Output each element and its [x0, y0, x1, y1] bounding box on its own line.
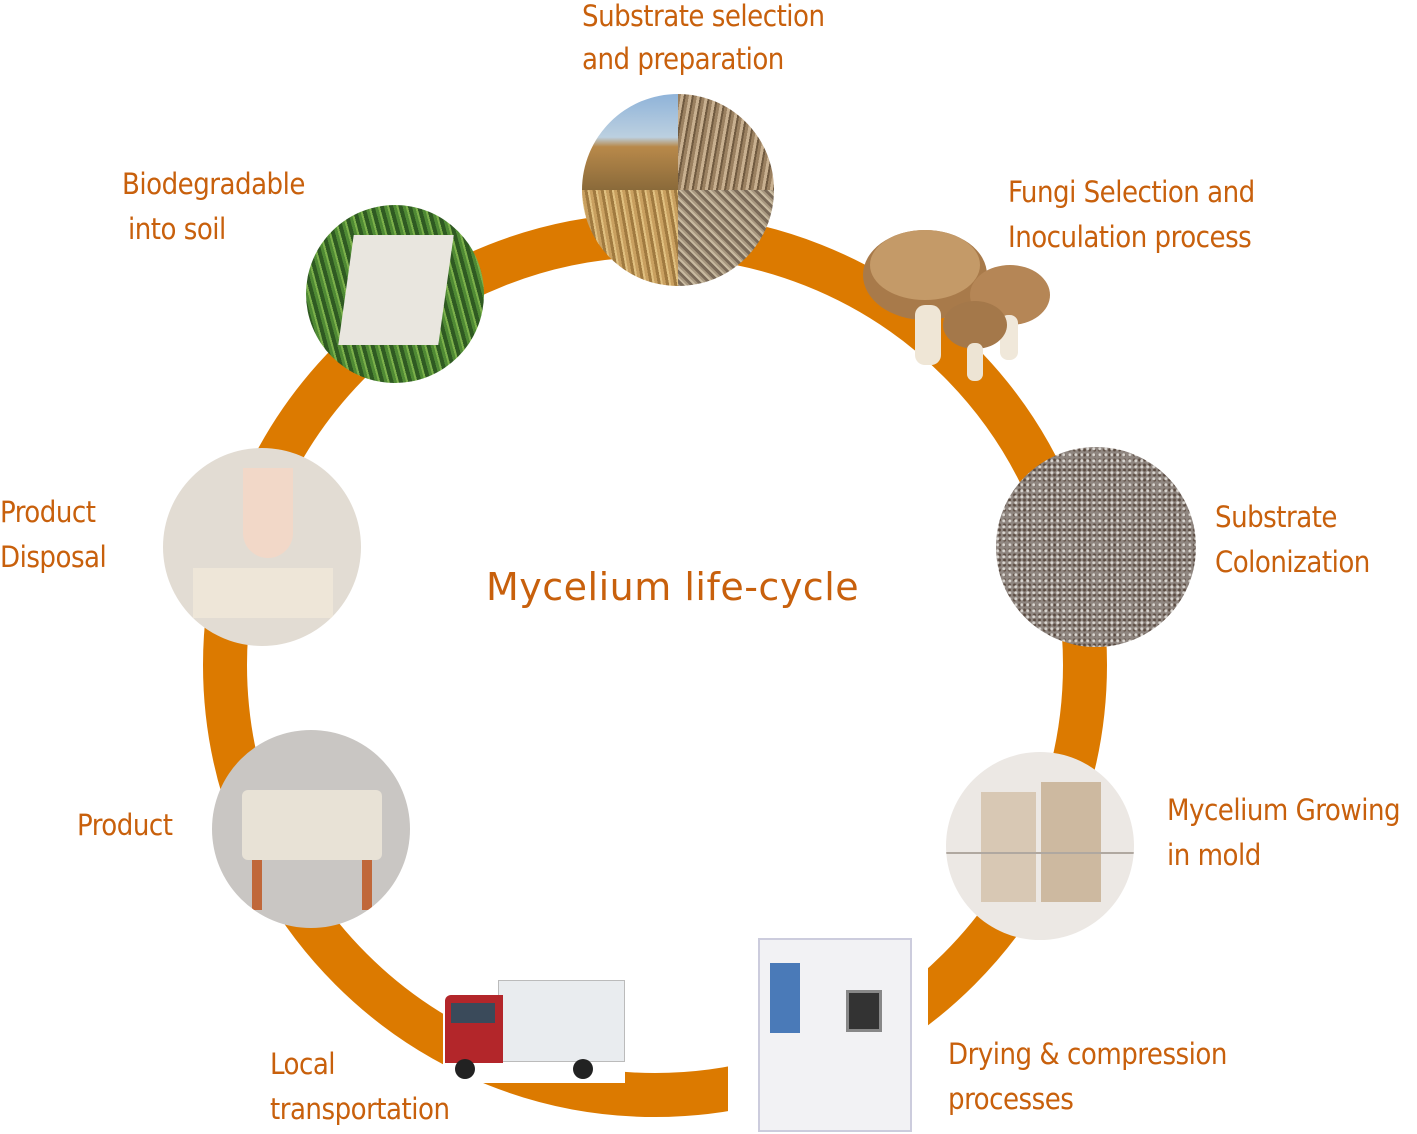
substrate-photos-image [582, 94, 774, 286]
label-substrate-selection: Substrate selection and preparation [582, 0, 825, 76]
mushrooms-image [855, 195, 1055, 385]
truck-image [443, 975, 625, 1083]
label-substrate-colonization: Substrate Colonization [1215, 500, 1370, 579]
label-mycelium-growing: Mycelium Growing in mold [1167, 793, 1401, 872]
diagram-title: Mycelium life-cycle [486, 565, 860, 609]
label-product-disposal: Product Disposal [0, 495, 107, 574]
broken-product-image [163, 448, 361, 646]
drying-oven-image [728, 918, 928, 1134]
label-product: Product [77, 808, 173, 842]
block-in-grass-image [306, 205, 484, 383]
label-local-transportation: Local transportation [270, 1047, 450, 1126]
label-drying-compression: Drying & compression processes [948, 1037, 1227, 1116]
label-fungi-selection: Fungi Selection and Inoculation process [1008, 175, 1255, 254]
mycelium-mold-image [946, 752, 1134, 940]
label-biodegradable: Biodegradable into soil [122, 167, 305, 246]
colonized-substrate-image [996, 447, 1196, 647]
mycelium-stool-image [212, 730, 410, 928]
